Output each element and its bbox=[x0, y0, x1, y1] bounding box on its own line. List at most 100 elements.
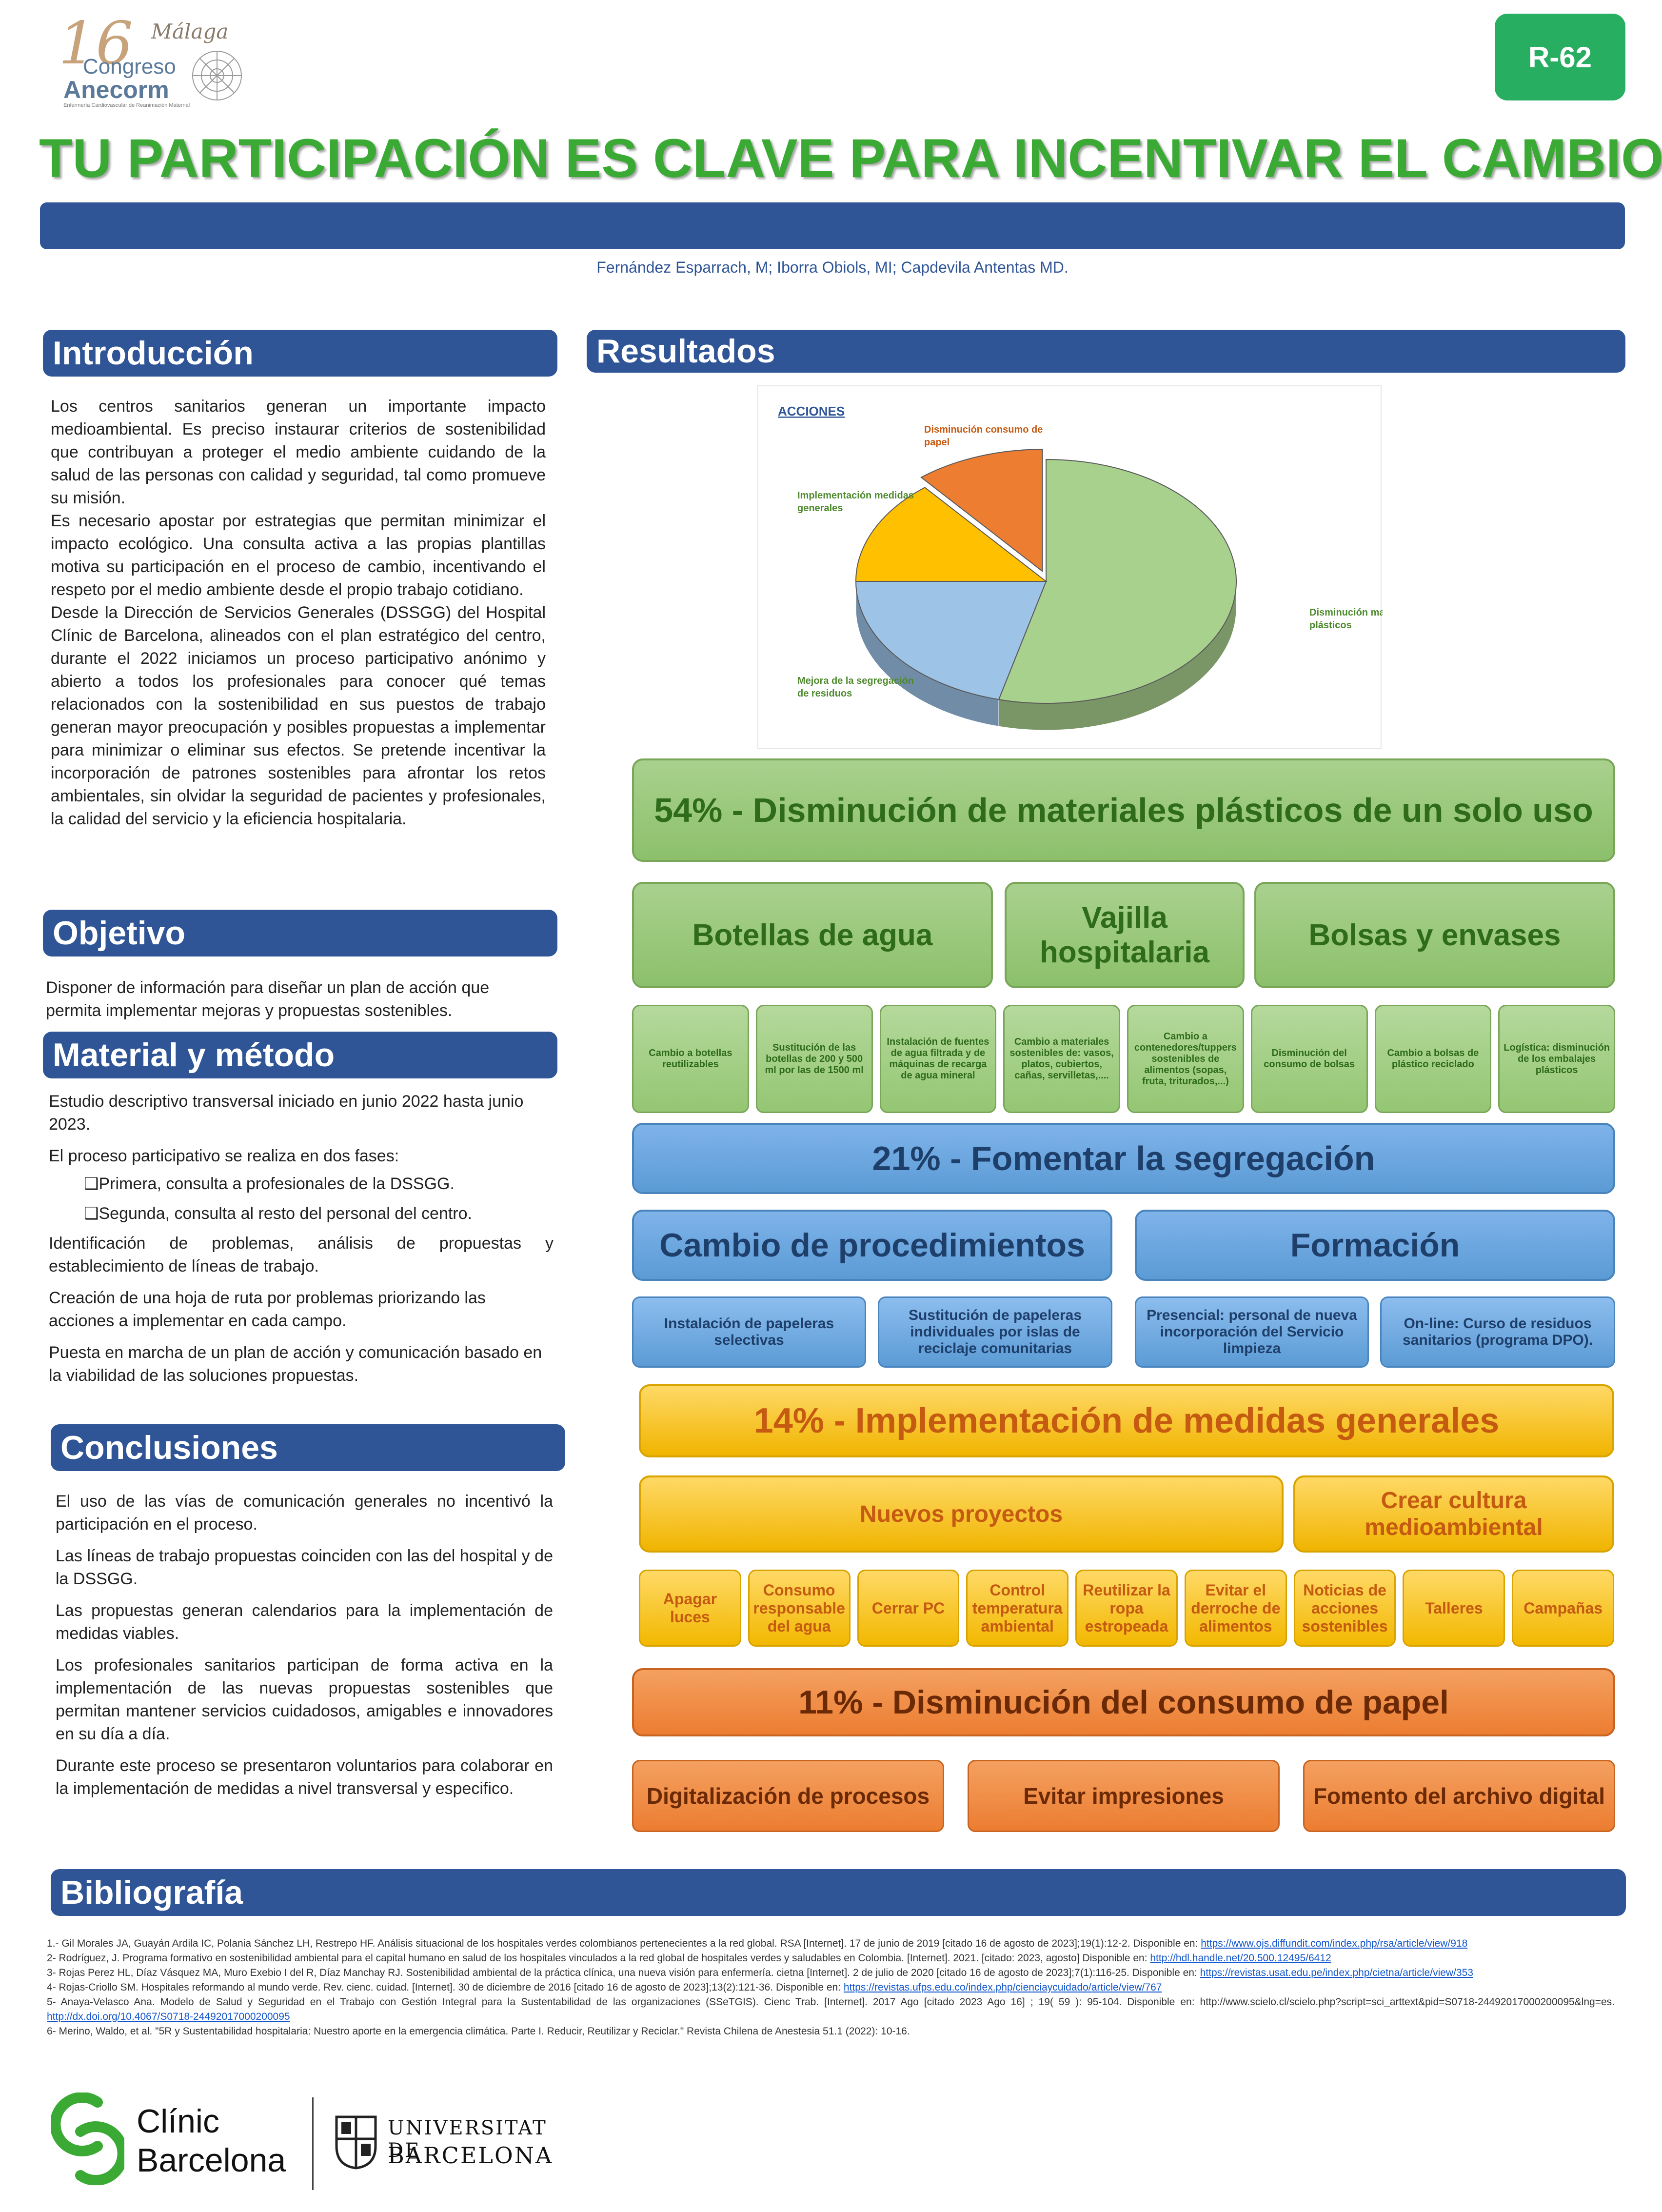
plastic-items-row: Cambio a botellas reutilizables Sustituc… bbox=[632, 1005, 1615, 1113]
plastic-item: Cambio a botellas reutilizables bbox=[632, 1005, 749, 1113]
poster-code-badge: R-62 bbox=[1495, 14, 1625, 100]
plastic-sub-box: Bolsas y envases bbox=[1254, 882, 1615, 988]
general-item: Reutilizar la ropa estropeada bbox=[1075, 1570, 1178, 1647]
logo-line1: Congreso bbox=[83, 55, 176, 79]
segregation-main-label: 21% - Fomentar la segregación bbox=[872, 1139, 1375, 1177]
general-item: Talleres bbox=[1403, 1570, 1505, 1647]
plastic-item: Disminución del consumo de bolsas bbox=[1250, 1005, 1368, 1113]
general-item: Evitar el derroche de alimentos bbox=[1184, 1570, 1287, 1647]
general-item-label: Reutilizar la ropa estropeada bbox=[1083, 1581, 1170, 1635]
general-item-label: Apagar luces bbox=[663, 1590, 717, 1626]
university-name-line2: BARCELONA bbox=[388, 2142, 554, 2169]
reference-item: 6- Merino, Waldo, et al. "5R y Sustentab… bbox=[47, 2024, 1615, 2039]
reference-link[interactable]: https://www.ojs.diffundit.com/index.php/… bbox=[1201, 1938, 1468, 1949]
bibliografia-heading: Bibliografía bbox=[51, 1869, 1626, 1916]
general-item: Campañas bbox=[1512, 1570, 1615, 1647]
introduccion-heading: Introducción bbox=[43, 330, 557, 377]
conclusion-paragraph: El uso de las vías de comunicación gener… bbox=[56, 1492, 553, 1534]
reference-text: 3- Rojas Perez HL, Díaz Vásquez MA, Muro… bbox=[47, 1967, 1200, 1978]
paper-item-label: Digitalización de procesos bbox=[646, 1783, 930, 1809]
plastic-item: Sustitución de las botellas de 200 y 500… bbox=[755, 1005, 873, 1113]
checkbox-icon: ❑ bbox=[84, 1175, 99, 1193]
segregation-item: Presencial: personal de nueva incorporac… bbox=[1135, 1296, 1369, 1368]
checkbox-icon: ❑ bbox=[84, 1204, 99, 1223]
university-name-line1: UNIVERSITAT DE bbox=[388, 2117, 547, 2162]
logo-line2: Anecorm bbox=[63, 76, 169, 103]
general-item-label: Evitar el derroche de alimentos bbox=[1191, 1581, 1281, 1635]
clinic-name-line1: Clínic bbox=[137, 2103, 220, 2140]
paper-item: Digitalización de procesos bbox=[632, 1760, 944, 1832]
reference-link[interactable]: https://revistas.ufps.edu.co/index.php/c… bbox=[843, 1982, 1162, 1993]
plastic-item: Logística: disminución de los embalajes … bbox=[1498, 1005, 1615, 1113]
segregation-item-label: Instalación de papeleras selectivas bbox=[664, 1315, 834, 1348]
reference-link[interactable]: https://revistas.usat.edu.pe/index.php/c… bbox=[1200, 1967, 1473, 1978]
reference-text: 6- Merino, Waldo, et al. "5R y Sustentab… bbox=[47, 2026, 910, 2037]
reference-link[interactable]: http://dx.doi.org/10.4067/S0718-24492017… bbox=[47, 2011, 290, 2022]
general-item: Noticias de acciones sostenibles bbox=[1293, 1570, 1396, 1647]
conclusiones-body: El uso de las vías de comunicación gener… bbox=[56, 1490, 553, 1800]
reference-text: 4- Rojas-Criollo SM. Hospitales reforman… bbox=[47, 1982, 844, 1993]
bullet-text: Primera, consulta a profesionales de la … bbox=[99, 1175, 455, 1193]
general-sub-label: Crear cultura medioambiental bbox=[1365, 1488, 1543, 1540]
material-heading: Material y método bbox=[43, 1032, 557, 1078]
paper-item-label: Fomento del archivo digital bbox=[1313, 1783, 1605, 1809]
pie-slice bbox=[920, 449, 1043, 573]
material-body: Estudio descriptivo transversal iniciado… bbox=[49, 1090, 554, 1387]
general-sub-box: Crear cultura medioambiental bbox=[1293, 1475, 1614, 1553]
plastic-item: Instalación de fuentes de agua filtrada … bbox=[879, 1005, 997, 1113]
segregation-item-label: Presencial: personal de nueva incorporac… bbox=[1147, 1307, 1357, 1356]
segregation-item: Sustitución de papeleras individuales po… bbox=[878, 1296, 1112, 1368]
clinic-name-line2: Barcelona bbox=[137, 2142, 286, 2179]
reference-item: 2- Rodríguez, J. Programa formativo en s… bbox=[47, 1951, 1615, 1966]
conclusion-paragraph: Las propuestas generan calendarios para … bbox=[56, 1601, 553, 1643]
reference-link[interactable]: http://hdl.handle.net/20.500.12495/6412 bbox=[1150, 1953, 1331, 1964]
poster-title: TU PARTICIPACIÓN ES CLAVE PARA INCENTIVA… bbox=[39, 128, 1662, 189]
title-bar bbox=[40, 202, 1625, 249]
plastic-item-label: Cambio a contenedores/tuppers sostenible… bbox=[1134, 1031, 1237, 1087]
paper-main-label: 11% - Disminución del consumo de papel bbox=[798, 1684, 1449, 1721]
objetivo-text: Disponer de información para diseñar un … bbox=[46, 978, 490, 1020]
paper-item-label: Evitar impresiones bbox=[1023, 1783, 1224, 1809]
paper-item: Evitar impresiones bbox=[968, 1760, 1280, 1832]
authors: Fernández Esparrach, M; Iborra Obiols, M… bbox=[596, 259, 1068, 276]
general-item-label: Control temperatura ambiental bbox=[972, 1581, 1063, 1635]
reference-item: 1.- Gil Morales JA, Guayán Ardila IC, Po… bbox=[47, 1936, 1615, 1951]
segregation-item: Instalación de papeleras selectivas bbox=[632, 1296, 866, 1368]
plastic-sub-label: Bolsas y envases bbox=[1308, 918, 1561, 952]
plastic-sub-box: Vajilla hospitalaria bbox=[1005, 882, 1245, 988]
paper-main-box: 11% - Disminución del consumo de papel bbox=[632, 1668, 1615, 1736]
intro-paragraph: Es necesario apostar por estrategias que… bbox=[51, 512, 546, 599]
reference-item: 4- Rojas-Criollo SM. Hospitales reforman… bbox=[47, 1980, 1615, 1995]
general-item: Apagar luces bbox=[639, 1570, 741, 1647]
resultados-heading: Resultados bbox=[587, 330, 1625, 373]
intro-paragraph: Desde la Dirección de Servicios Generale… bbox=[51, 603, 546, 828]
general-item: Consumo responsable del agua bbox=[748, 1570, 851, 1647]
segregation-main-box: 21% - Fomentar la segregación bbox=[632, 1123, 1615, 1194]
plastic-item-label: Cambio a bolsas de plástico reciclado bbox=[1387, 1048, 1479, 1070]
material-p3: Identificación de problemas, análisis de… bbox=[49, 1234, 554, 1275]
plastic-item: Cambio a bolsas de plástico reciclado bbox=[1374, 1005, 1492, 1113]
reference-item: 5- Anaya-Velasco Ana. Modelo de Salud y … bbox=[47, 1995, 1615, 2024]
clinic-logo: Clínic Barcelona bbox=[51, 2092, 305, 2190]
logo-flower-icon bbox=[192, 51, 242, 100]
general-sub-label: Nuevos proyectos bbox=[859, 1501, 1063, 1527]
general-item-label: Campañas bbox=[1524, 1599, 1603, 1617]
material-p2: El proceso participativo se realiza en d… bbox=[49, 1147, 399, 1165]
plastic-sub-box: Botellas de agua bbox=[632, 882, 993, 988]
reference-text: 2- Rodríguez, J. Programa formativo en s… bbox=[47, 1953, 1150, 1964]
congress-logo: 16 Málaga Congreso Anecorm Enfermería Ca… bbox=[49, 10, 254, 112]
general-item: Cerrar PC bbox=[857, 1570, 960, 1647]
paper-item: Fomento del archivo digital bbox=[1303, 1760, 1615, 1832]
segregation-sub-box: Cambio de procedimientos bbox=[632, 1210, 1112, 1281]
plastic-item-label: Logística: disminución de los embalajes … bbox=[1504, 1042, 1610, 1076]
logo-number: 16 bbox=[59, 10, 133, 78]
bibliography-list: 1.- Gil Morales JA, Guayán Ardila IC, Po… bbox=[47, 1936, 1615, 2039]
segregation-sub-label: Cambio de procedimientos bbox=[659, 1227, 1085, 1264]
general-item-label: Talleres bbox=[1425, 1599, 1483, 1617]
plastic-item-label: Cambio a botellas reutilizables bbox=[649, 1048, 732, 1070]
plastic-item: Cambio a contenedores/tuppers sostenible… bbox=[1127, 1005, 1244, 1113]
